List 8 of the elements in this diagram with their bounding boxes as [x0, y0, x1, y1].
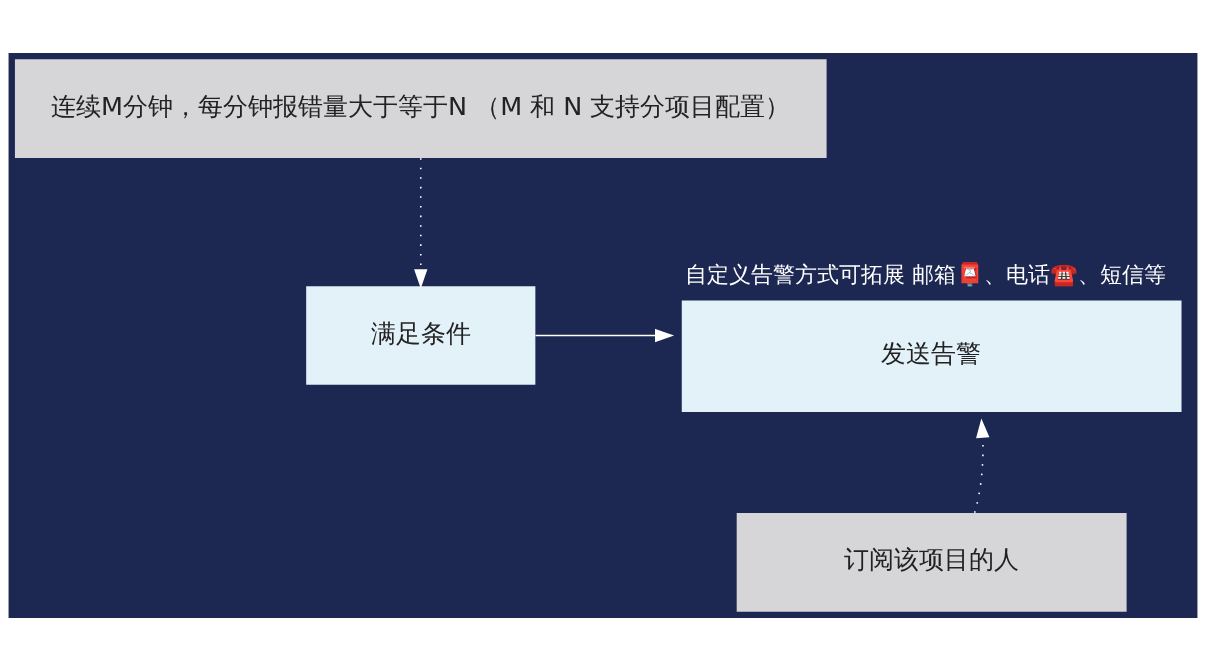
node-box: 满足条件: [306, 285, 536, 385]
node-box: 发送告警: [681, 300, 1182, 412]
arrow: [534, 328, 675, 342]
node-label: 自定义告警方式可拓展 邮箱📮、电话☎、短信等: [684, 260, 1167, 287]
node-box: 连续M分钟，每分钟报错量大于等于N （M 和 N 支持分项目配置）: [14, 58, 827, 158]
node-box: 订阅该项目的人: [736, 512, 1127, 612]
arrow: [414, 156, 428, 288]
arrow: [973, 418, 990, 514]
